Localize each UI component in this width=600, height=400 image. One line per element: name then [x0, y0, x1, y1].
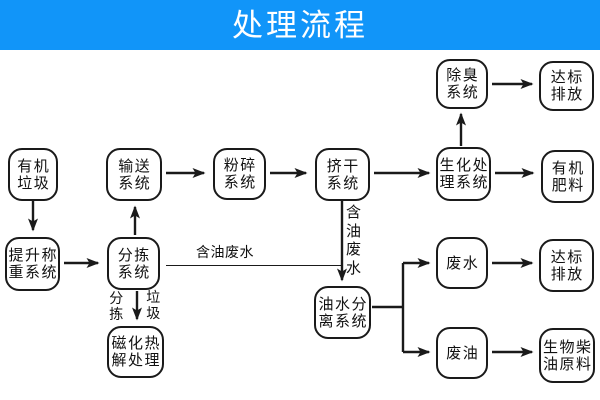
node-label: 生物柴 油原料 [542, 337, 593, 373]
node-organic-waste: 有机 垃圾 [8, 148, 58, 201]
edge-label-sorted-garbage-left: 分 拣 [109, 291, 124, 323]
node-label: 生化处 理系统 [439, 156, 489, 191]
edge-label-sorted-garbage-right: 垃 圾 [146, 290, 161, 322]
node-waste-oil: 废油 [436, 327, 488, 379]
node-label: 有机 肥料 [551, 158, 585, 194]
node-magnetic-pyrolysis: 磁化热 解处理 [107, 326, 164, 378]
edge-label-oily-wastewater-vertical: 含 油 废 水 [345, 203, 361, 277]
node-deodorizing-system: 除臭 系统 [436, 59, 488, 109]
node-sorting-system: 分拣 系统 [107, 237, 160, 290]
node-label: 油水分 离系统 [318, 294, 368, 330]
node-organic-fertilizer: 有机 肥料 [541, 150, 594, 203]
title-bar: 处理流程 [0, 0, 600, 50]
node-label: 挤干 系统 [326, 156, 360, 192]
node-crushing-system: 粉碎 系统 [213, 148, 266, 200]
node-label: 有机 垃圾 [17, 156, 51, 192]
node-label: 除臭 系统 [446, 66, 480, 101]
node-label: 废水 [446, 253, 480, 272]
node-waste-water: 废水 [436, 237, 488, 289]
edge-label-oily-wastewater: 含油废水 [196, 245, 254, 261]
node-conveyor-system: 输送 系统 [106, 148, 162, 201]
node-discharge-standard-top: 达标 排放 [539, 61, 594, 111]
node-biochemical-system: 生化处 理系统 [436, 147, 491, 201]
node-lift-weigh-system: 提升称 重系统 [5, 237, 60, 291]
page-title: 处理流程 [232, 7, 368, 44]
node-oil-water-separation: 油水分 离系统 [314, 286, 371, 339]
branch-connector-oilwater [372, 263, 405, 352]
node-label: 输送 系统 [118, 156, 152, 192]
node-label: 达标 排放 [550, 247, 584, 283]
node-discharge-standard-bottom: 达标 排放 [539, 239, 594, 292]
node-label: 分拣 系统 [117, 245, 151, 281]
node-label: 废油 [446, 343, 480, 362]
node-label: 提升称 重系统 [8, 246, 58, 281]
node-label: 粉碎 系统 [223, 156, 257, 191]
node-label: 达标 排放 [550, 68, 584, 103]
node-squeeze-dry-system: 挤干 系统 [315, 148, 370, 201]
node-biodiesel-material: 生物柴 油原料 [539, 328, 595, 383]
node-label: 磁化热 解处理 [111, 334, 161, 369]
